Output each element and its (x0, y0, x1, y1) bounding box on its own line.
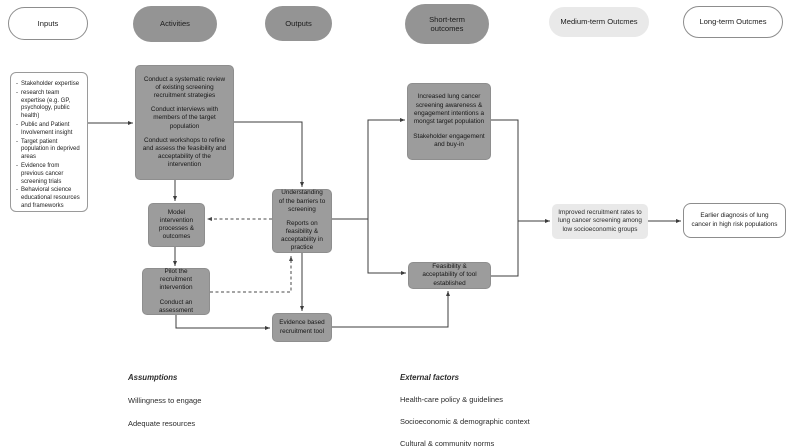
header-medium-term-label: Medium-term Outcmes (560, 17, 638, 27)
assumptions-section: Assumptions Willingness to engage Adequa… (128, 373, 201, 428)
box-text: Evidence based recruitment tool (279, 319, 325, 335)
box-text: Understanding of the barriers to screeni… (278, 189, 326, 213)
external-factors-section: External factors Health-care policy & gu… (400, 373, 530, 446)
connector-shortterm-merge (491, 119, 519, 277)
connector-feedback-pilot-to-understanding (210, 256, 293, 293)
improved-recruitment-box: Improved recruitment rates to lung cance… (552, 204, 648, 239)
header-inputs-label: Inputs (37, 18, 59, 28)
earlier-diagnosis-box: Earlier diagnosis of lung cancer in high… (683, 203, 786, 238)
box-text: Increased lung cancer screening awarenes… (413, 93, 485, 125)
connector-branch-to-feasibility (367, 219, 406, 275)
list-item: Target patient population in deprived ar… (16, 139, 83, 162)
external-factor-item: Cultural & community norms (400, 439, 495, 446)
header-medium-term-outcomes: Medium-term Outcmes (549, 7, 649, 37)
box-text: Stakeholder engagement and buy-in (413, 133, 485, 149)
box-text: Conduct interviews with members of the t… (150, 106, 219, 130)
box-text: Pilot the recruitment intervention (159, 268, 193, 292)
connector-evidence-to-feasibility (332, 291, 450, 328)
box-text: Model intervention processes & outcomes (158, 208, 195, 241)
box-text: Conduct an assessment (158, 298, 194, 314)
assumption-item: Adequate resources (128, 419, 196, 428)
header-long-term-outcomes: Long-term Outcmes (683, 6, 783, 38)
activities-review-box: Conduct a systematic review of existing … (135, 65, 234, 180)
box-text: Improved recruitment rates to lung cance… (558, 209, 642, 233)
header-long-term-label: Long-term Outcmes (699, 17, 767, 27)
list-item: research team expertise (e.g. GP, psycho… (16, 90, 83, 121)
awareness-box: Increased lung cancer screening awarenes… (407, 83, 491, 160)
assumption-item: Willingness to engage (128, 396, 202, 405)
box-text: Conduct a systematic review of existing … (143, 75, 226, 99)
external-factor-item: Health-care policy & guidelines (400, 395, 503, 404)
header-short-term-outcomes: Short-term outcomes (405, 4, 489, 44)
header-activities-label: Activities (160, 19, 190, 29)
evidence-tool-box: Evidence based recruitment tool (272, 313, 332, 342)
connector-pilot-to-evidence (175, 315, 270, 330)
understanding-barriers-box: Understanding of the barriers to screeni… (272, 189, 332, 253)
list-item: Behavioral science educational resources… (16, 187, 83, 210)
list-item: Evidence from previous cancer screening … (16, 163, 83, 186)
pilot-box: Pilot the recruitment intervention Condu… (142, 268, 210, 315)
inputs-box: Stakeholder expertise research team expe… (10, 72, 88, 212)
box-text: Conduct workshops to refine and assess t… (142, 136, 227, 169)
external-factor-item: Socioeconomic & demographic context (400, 417, 530, 426)
box-text: Feasibility & acceptability of tool esta… (422, 263, 477, 287)
connector-branch-to-awareness (367, 118, 405, 219)
header-inputs: Inputs (8, 7, 88, 40)
box-text: Earlier diagnosis of lung cancer in high… (691, 212, 778, 228)
connector-activities-to-understanding (234, 121, 304, 187)
assumptions-title: Assumptions (128, 373, 178, 382)
header-outputs: Outputs (265, 6, 332, 41)
header-outputs-label: Outputs (285, 18, 312, 28)
list-item: Stakeholder expertise (16, 81, 83, 89)
box-text: Reports on feasibility & acceptability i… (281, 219, 323, 252)
feasibility-box: Feasibility & acceptability of tool esta… (408, 262, 491, 289)
model-intervention-box: Model intervention processes & outcomes (148, 203, 205, 247)
list-item: Public and Patient Involvement insight (16, 122, 83, 138)
header-short-term-label: Short-term outcomes (429, 14, 465, 33)
external-factors-title: External factors (400, 373, 459, 382)
header-activities: Activities (133, 6, 217, 42)
